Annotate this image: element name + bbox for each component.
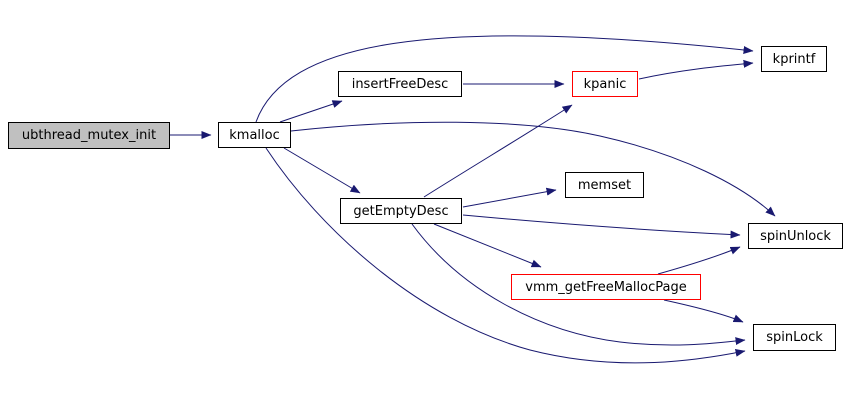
edge-getEmptyDesc-to-memset [462,187,557,208]
node-label-kpanic: kpanic [583,76,627,92]
edge-getEmptyDesc-to-vmm_getFreeMallocPage [433,223,542,268]
node-label-spinUnlock: spinUnlock [760,228,831,244]
node-label-kmalloc: kmalloc [229,127,280,143]
node-label-memset: memset [577,177,632,193]
node-label-vmm_getFreeMallocPage: vmm_getFreeMallocPage [525,279,687,295]
node-getEmptyDesc[interactable]: getEmptyDesc [340,198,462,224]
edges-group [170,35,776,364]
edge-kpanic-to-kprintf [638,59,754,80]
edge-kmalloc-to-spinLock [265,147,746,364]
edge-getEmptyDesc-to-spinUnlock [462,214,741,239]
edge-vmm_getFreeMallocPage-to-spinLock [663,299,744,323]
node-vmm_getFreeMallocPage[interactable]: vmm_getFreeMallocPage [511,274,701,300]
node-spinUnlock[interactable]: spinUnlock [748,223,843,249]
node-label-getEmptyDesc: getEmptyDesc [353,203,449,219]
edge-kmalloc-to-insertFreeDesc [279,100,343,123]
node-kprintf[interactable]: kprintf [761,46,827,72]
node-ubthread_mutex_init: ubthread_mutex_init [8,122,170,149]
edge-vmm_getFreeMallocPage-to-spinUnlock [657,246,741,275]
edge-kmalloc-to-spinUnlock [290,121,776,217]
edge-getEmptyDesc-to-spinLock [411,223,746,346]
node-label-spinLock: spinLock [766,330,823,345]
node-label-insertFreeDesc: insertFreeDesc [351,76,449,92]
node-label-ubthread_mutex_init: ubthread_mutex_init [21,128,157,143]
edge-kmalloc-to-kprintf [255,35,754,123]
node-kpanic[interactable]: kpanic [572,71,638,97]
node-spinLock[interactable]: spinLock [753,324,836,351]
edge-getEmptyDesc-to-kpanic [423,104,573,198]
edge-kmalloc-to-getEmptyDesc [283,147,361,194]
node-insertFreeDesc[interactable]: insertFreeDesc [338,71,462,97]
node-memset[interactable]: memset [565,172,644,198]
node-label-kprintf: kprintf [772,51,816,67]
node-kmalloc[interactable]: kmalloc [218,122,291,148]
